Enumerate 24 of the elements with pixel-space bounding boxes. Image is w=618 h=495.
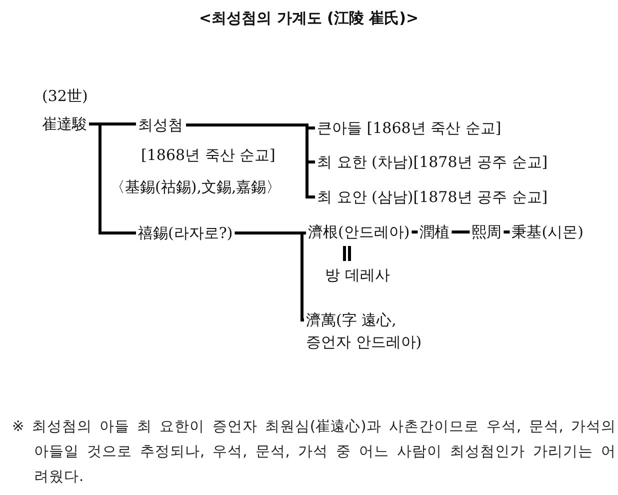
annotation: [1868년 죽산 순교] [141,146,276,164]
connector-line [90,122,136,234]
name-list: 〈基錫(祜錫),文錫,嘉錫〉 [110,178,282,196]
double-line [343,244,351,262]
generation-label: (32世) [42,87,88,105]
person-name: 崔達駿 [42,115,87,133]
connector-line [412,230,418,234]
person-name: 濟萬(字 遠心, 증언자 안드레아) [306,309,428,353]
connector-line [236,232,304,322]
person-name: 최 요안 (삼남)[1878년 공주 순교] [317,188,548,206]
person-name: 최성첨 [138,116,183,134]
person-name: 최 요한 (차남)[1878년 공주 순교] [317,153,548,171]
person-name: 熙周 [472,223,502,241]
connector-line [504,230,510,234]
person-name: 禧錫(라자로?) [138,224,233,242]
person-name: 濟根(안드레아) [308,223,410,241]
footnote: ※ 최성첨의 아들 최 요한이 증언자 최원심(崔遠心)과 사촌간이므로 우석, 문석, 가석의 아들일 것으로 추정되나, 우석, 문석, 가석 중 어느 사람이 최성첨인가 가리기는 어려웠다. [12,418,616,487]
person-name: 秉基(시몬) [512,223,584,241]
person-name: 潤植 [420,223,450,241]
person-name: 방 데레사 [325,266,390,284]
connector-line [89,122,136,126]
connector-line [452,230,470,234]
person-name: 큰아들 [1868년 죽산 순교] [317,119,502,137]
title: <최성첨의 가계도 (江陵 崔氏)> [199,8,419,28]
